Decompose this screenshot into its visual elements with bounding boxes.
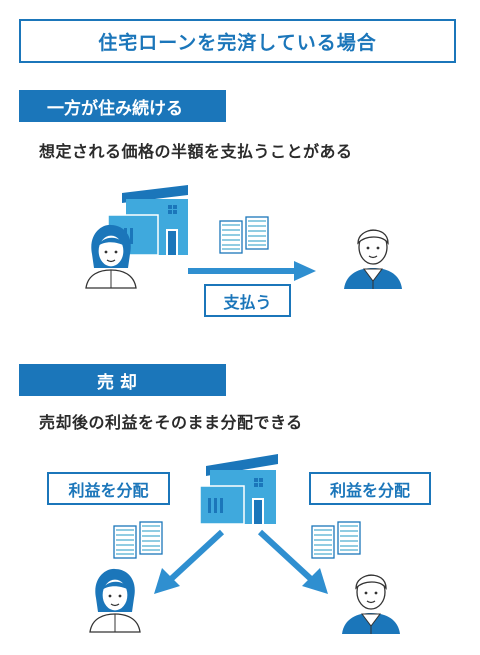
arrow-down-right-icon	[257, 529, 328, 594]
distribute-label-left: 利益を分配	[47, 472, 170, 505]
money-stack-icon	[113, 521, 163, 559]
money-stack-icon	[219, 216, 269, 254]
woman-icon	[89, 568, 141, 633]
section1-description: 想定される価格の半額を支払うことがある	[39, 142, 353, 161]
man-icon	[342, 574, 400, 634]
section2-description: 売却後の利益をそのまま分配できる	[39, 413, 303, 432]
page-title: 住宅ローンを完済している場合	[19, 19, 456, 63]
pay-label: 支払う	[204, 284, 291, 317]
section1-heading: 一方が住み続ける	[19, 90, 226, 122]
man-icon	[344, 229, 402, 289]
house-icon	[199, 454, 278, 525]
money-stack-icon	[311, 521, 361, 559]
woman-icon	[85, 224, 137, 289]
arrow-down-left-icon	[154, 529, 225, 594]
arrow-right-icon	[188, 261, 316, 281]
distribute-label-right: 利益を分配	[309, 472, 431, 505]
section2-heading: 売 却	[19, 364, 226, 396]
